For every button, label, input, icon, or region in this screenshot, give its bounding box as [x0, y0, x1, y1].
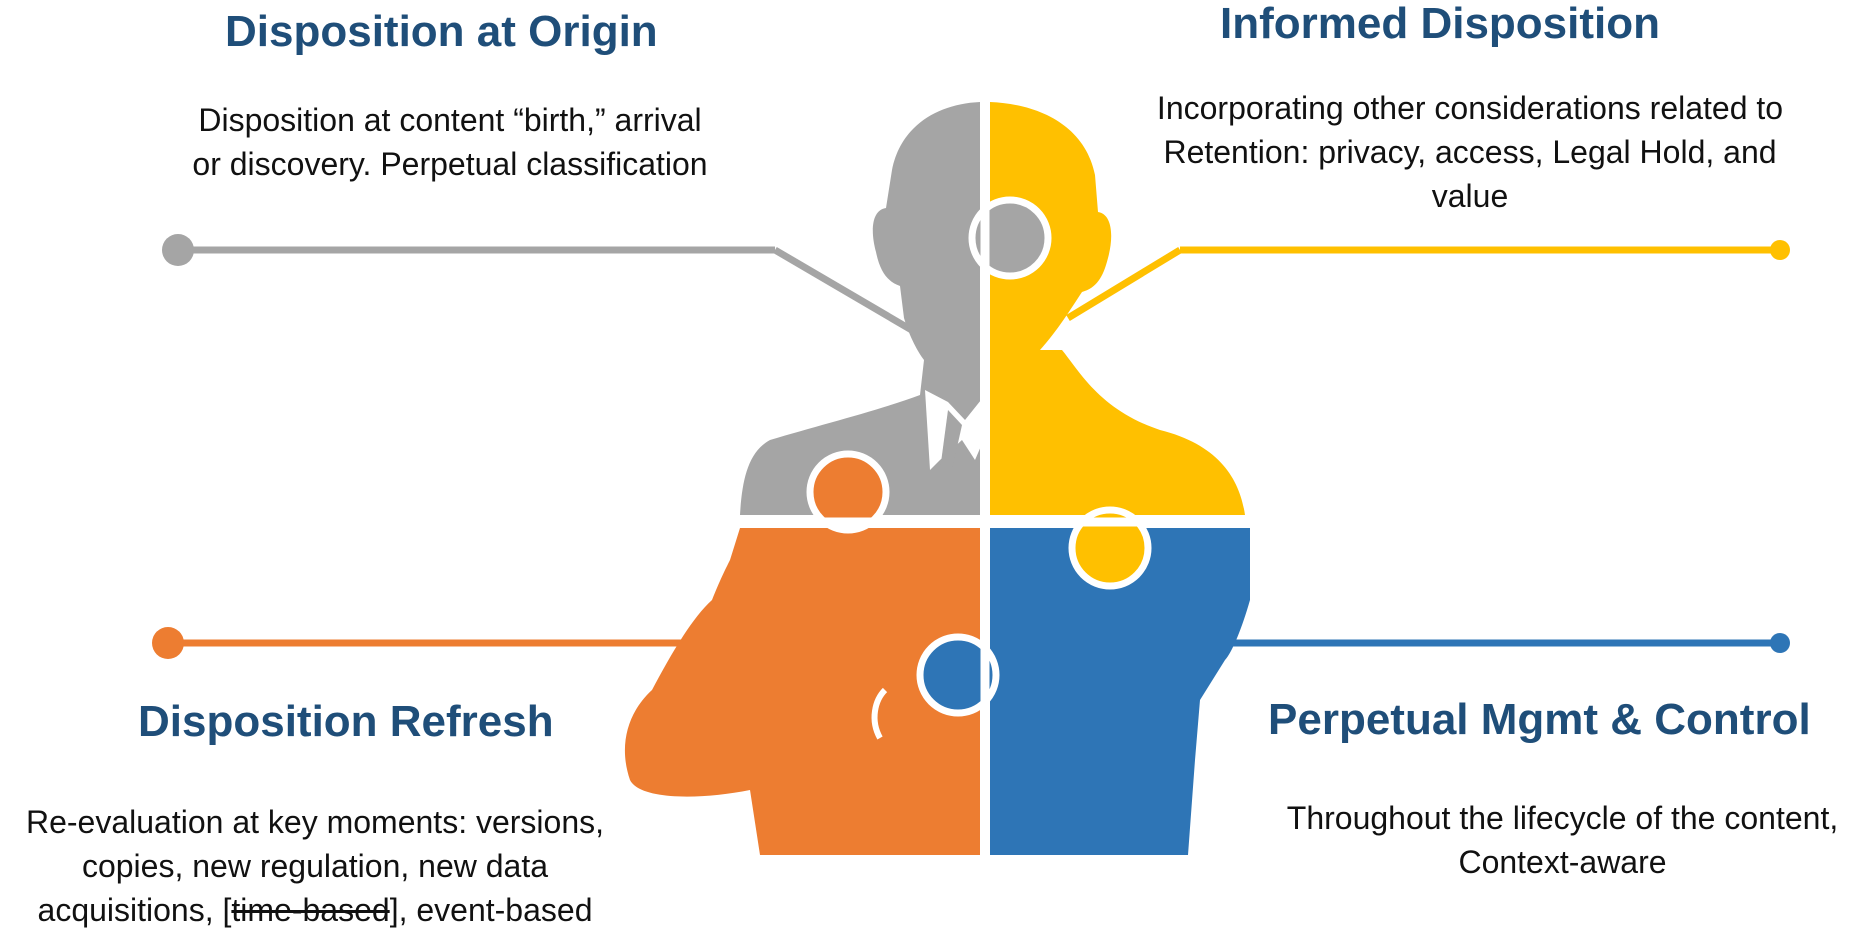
desc-line: Throughout the lifecycle of the content,: [1286, 800, 1839, 836]
connector-top-left: [162, 234, 917, 336]
grey-puzzle-piece: [740, 102, 980, 515]
title-perpetual-mgmt-control: Perpetual Mgmt & Control: [1268, 695, 1811, 744]
tie: [940, 410, 962, 470]
desc-disposition-at-origin: Disposition at content “birth,” arrival …: [150, 98, 750, 186]
desc-line: Retention: privacy, access, Legal Hold, …: [1163, 134, 1777, 170]
connector-top-right: [1066, 240, 1790, 321]
hand-outline: [871, 687, 888, 740]
connector-dot-top-right: [1770, 240, 1790, 260]
connector-bottom-left: [152, 627, 700, 659]
desc-line: copies, new regulation, new data: [81, 848, 549, 884]
desc-line: acquisitions, [time-based], event-based: [0, 888, 630, 932]
title-informed-disposition: Informed Disposition: [1220, 0, 1660, 48]
blue-puzzle-piece: [990, 528, 1250, 855]
desc-line: value: [1431, 178, 1509, 214]
yellow-puzzle-piece: [990, 102, 1245, 515]
desc-disposition-refresh: Re-evaluation at key moments: versions, …: [0, 800, 630, 932]
blue-knob: [916, 633, 1000, 717]
desc-perpetual-mgmt-control: Throughout the lifecycle of the content,…: [1255, 796, 1870, 884]
desc-line: Re-evaluation at key moments: versions,: [25, 804, 605, 840]
struck-text: time-based: [231, 892, 390, 928]
desc-line: Disposition at content “birth,” arrival: [198, 102, 702, 138]
orange-puzzle-piece: [624, 528, 980, 855]
connector-dot-top-left: [162, 234, 194, 266]
connector-dot-bottom-left: [152, 627, 184, 659]
desc-text: ], event-based: [389, 892, 593, 928]
yellow-knob: [1068, 506, 1152, 590]
grey-knob: [968, 196, 1052, 280]
desc-line: or discovery. Perpetual classification: [192, 146, 708, 182]
desc-informed-disposition: Incorporating other considerations relat…: [1120, 86, 1820, 218]
title-disposition-refresh: Disposition Refresh: [138, 697, 554, 746]
connector-dot-bottom-right: [1770, 633, 1790, 653]
title-disposition-at-origin: Disposition at Origin: [225, 7, 658, 56]
connector-bottom-right: [1232, 633, 1790, 653]
desc-line: Incorporating other considerations relat…: [1156, 90, 1784, 126]
desc-text: acquisitions, [: [37, 892, 232, 928]
desc-line: Context-aware: [1458, 844, 1667, 880]
orange-knob: [806, 450, 890, 534]
